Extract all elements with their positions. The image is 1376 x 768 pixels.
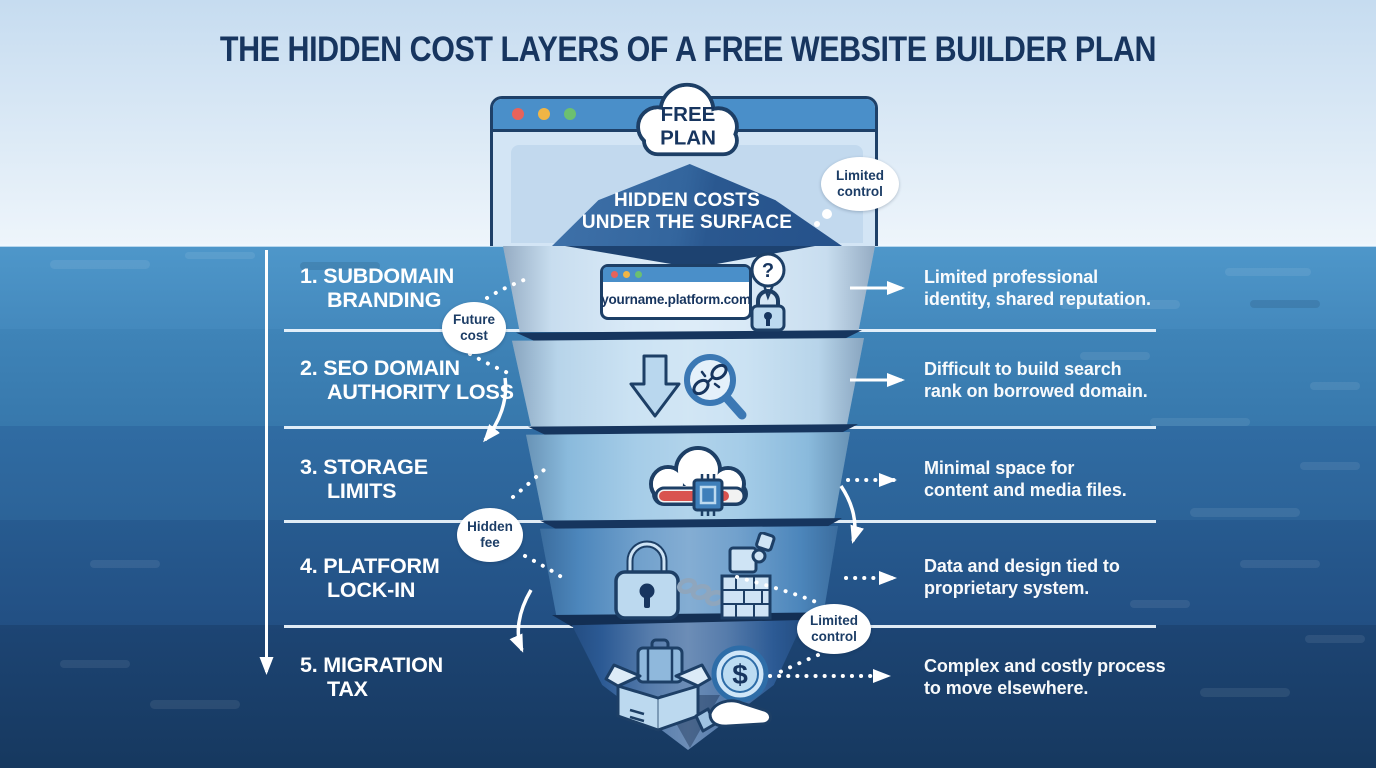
layer-3-label: 3. STORAGE LIMITS xyxy=(300,455,428,503)
water-streak xyxy=(1250,300,1320,308)
question-lock-icon: ? xyxy=(750,252,786,332)
mini-browser-header xyxy=(603,267,749,282)
thought-bubble-limited-control-top: Limited control xyxy=(821,157,899,211)
open-box-icon xyxy=(604,663,712,732)
suitcase-icon xyxy=(636,638,684,684)
water-streak xyxy=(1305,635,1365,643)
traffic-light-red-icon xyxy=(512,108,524,120)
bubble-hidden-fee: Hidden fee xyxy=(457,508,523,562)
padlock-chain-puzzle-icon xyxy=(614,532,776,620)
iceberg-peak-caption: HIDDEN COSTS UNDER THE SURFACE xyxy=(557,190,817,234)
cloud-storage-limit-icon xyxy=(649,446,748,516)
mini-dot-yellow-icon xyxy=(623,271,630,278)
moving-box-dollar-hand-icon: $ xyxy=(604,638,772,733)
subdomain-url-text: yourname.platform.com xyxy=(601,292,751,307)
future-cost-trail-up xyxy=(485,275,534,300)
lock-keyhole-stem xyxy=(766,318,770,326)
thought-bubble-dot-small xyxy=(814,221,820,227)
layer-3-description: Minimal space for content and media file… xyxy=(924,458,1127,500)
mini-dot-green-icon xyxy=(635,271,642,278)
water-streak xyxy=(1240,560,1320,568)
bubble-future-cost: Future cost xyxy=(442,302,506,354)
water-streak xyxy=(150,700,240,709)
water-streak xyxy=(1150,418,1250,426)
bubble-limited-control-bottom: Limited control xyxy=(797,604,871,654)
layer-2-label: 2. SEO DOMAIN AUTHORITY LOSS xyxy=(300,356,514,404)
layer-5-description: Complex and costly process to move elsew… xyxy=(924,656,1166,698)
water-streak xyxy=(90,560,160,568)
dollar-coin-icon: $ xyxy=(711,645,769,703)
broken-link-crack xyxy=(700,370,721,389)
free-plan-cloud-icon: FREE PLAN xyxy=(636,82,739,157)
page-title: THE HIDDEN COST LAYERS OF A FREE WEBSITE… xyxy=(219,30,1157,69)
water-streak xyxy=(1130,600,1190,608)
water-streak xyxy=(1300,462,1360,470)
free-plan-label-line1: FREE xyxy=(661,103,716,126)
future-cost-trail-down xyxy=(468,352,510,375)
water-streak xyxy=(1310,382,1360,390)
water-streak xyxy=(1060,300,1180,309)
water-streak xyxy=(1080,352,1150,360)
question-mark-glyph: ? xyxy=(762,260,774,282)
mini-dot-red-icon xyxy=(611,271,618,278)
limited-control-trail-in xyxy=(735,575,818,604)
traffic-light-green-icon xyxy=(564,108,576,120)
layer-5-label: 5. MIGRATION TAX xyxy=(300,653,443,701)
hand-icon xyxy=(694,699,772,733)
question-bubble xyxy=(750,252,786,288)
seo-decline-broken-link-icon xyxy=(629,354,747,420)
water-streak xyxy=(1190,508,1300,517)
puzzle-wall-icon xyxy=(720,532,776,620)
curved-arrow-lower xyxy=(509,589,533,653)
layer-2-description: Difficult to build search rank on borrow… xyxy=(924,359,1148,401)
thought-bubble-dot-large xyxy=(822,209,832,219)
traffic-light-yellow-icon xyxy=(538,108,550,120)
hidden-fee-trail-down xyxy=(523,554,565,580)
dollar-glyph: $ xyxy=(732,659,748,690)
hidden-fee-trail-up xyxy=(511,467,547,499)
chain-icon xyxy=(676,577,726,607)
free-plan-label-line2: PLAN xyxy=(660,126,716,149)
down-arrow-icon xyxy=(629,354,681,418)
water-streak xyxy=(50,260,150,269)
water-streak xyxy=(60,660,130,668)
water-streak xyxy=(185,252,255,259)
limited-control-trail-out xyxy=(776,653,820,675)
water-streak xyxy=(300,262,380,270)
curved-arrow-future-cost xyxy=(483,377,508,443)
iceberg-layer-4-segment xyxy=(540,526,838,616)
padlock-keyhole xyxy=(639,583,655,599)
layer-1-label: 1. SUBDOMAIN BRANDING xyxy=(300,264,455,312)
water-streak xyxy=(1225,268,1311,276)
lock-shackle xyxy=(756,289,780,306)
chip-icon xyxy=(692,474,724,516)
water-streak xyxy=(1200,688,1290,697)
layer-1-description: Limited professional identity, shared re… xyxy=(924,267,1151,309)
peak-caption-line2: UNDER THE SURFACE xyxy=(581,212,793,233)
subdomain-browser-lock-icon: yourname.platform.com xyxy=(600,264,752,320)
curved-arrow-mid xyxy=(839,485,864,544)
layer-4-label: 4. PLATFORM LOCK-IN xyxy=(300,554,440,602)
peak-caption-line1: HIDDEN COSTS xyxy=(614,190,760,211)
magnifier-handle xyxy=(721,392,747,420)
layer-4-description: Data and design tied to proprietary syst… xyxy=(924,556,1120,598)
